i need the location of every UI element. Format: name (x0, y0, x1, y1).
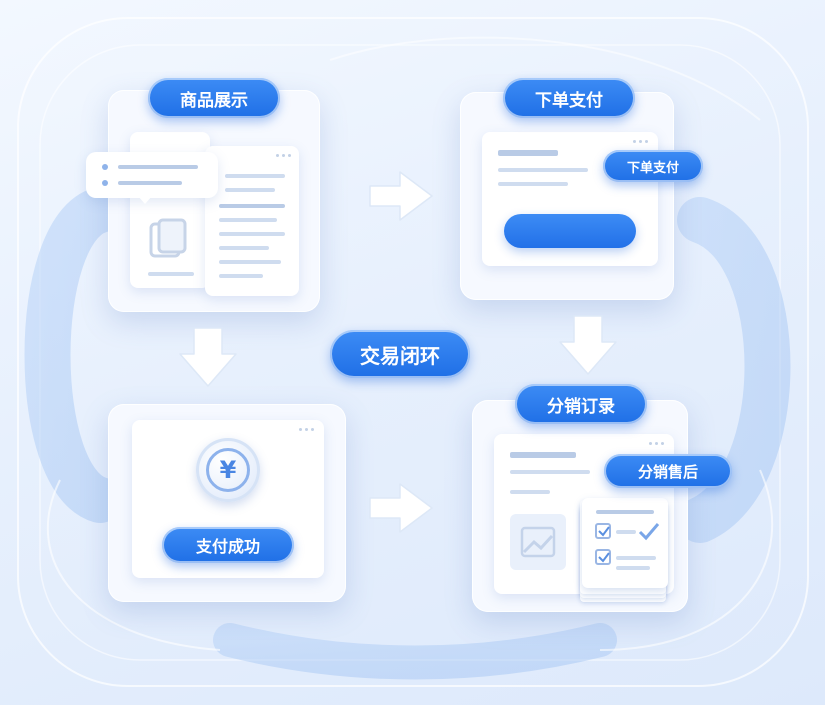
window-dots (649, 442, 664, 445)
chat-bubble-icon (86, 152, 218, 204)
display-document-front (205, 146, 299, 296)
step-label-order: 下单支付 (503, 78, 635, 118)
step-label-success: 支付成功 (162, 527, 294, 563)
checklist-icon (582, 498, 668, 588)
pay-button-shape (504, 214, 636, 248)
document-line (225, 174, 285, 178)
yen-coin-icon: ¥ (196, 438, 260, 502)
window-dots (633, 140, 648, 143)
form-line (498, 182, 568, 186)
step-label-distribution: 分销订录 (515, 384, 647, 424)
document-line (148, 272, 194, 276)
checklist-stack (580, 498, 670, 608)
form-line (498, 168, 588, 172)
document-line (219, 218, 277, 222)
center-label-loop: 交易闭环 (330, 330, 470, 378)
order-popup-tag: 下单支付 (603, 150, 703, 182)
arrow-down-icon (559, 315, 617, 375)
distribution-popup-tag: 分销售后 (604, 454, 732, 488)
chart-icon (510, 514, 566, 570)
document-line (225, 188, 275, 192)
arrow-right-icon (369, 483, 433, 533)
document-line (219, 260, 281, 264)
form-line (510, 490, 550, 494)
document-icon (149, 218, 187, 258)
document-line (219, 246, 269, 250)
form-line (510, 470, 590, 474)
form-line (498, 150, 558, 156)
document-line (219, 232, 285, 236)
window-dots (299, 428, 314, 431)
step-label-display: 商品展示 (148, 78, 280, 118)
document-line (219, 204, 285, 208)
window-dots (276, 154, 291, 157)
arrow-right-icon (369, 171, 433, 221)
arrow-down-icon (179, 327, 237, 387)
document-line (219, 274, 263, 278)
form-line (510, 452, 576, 458)
